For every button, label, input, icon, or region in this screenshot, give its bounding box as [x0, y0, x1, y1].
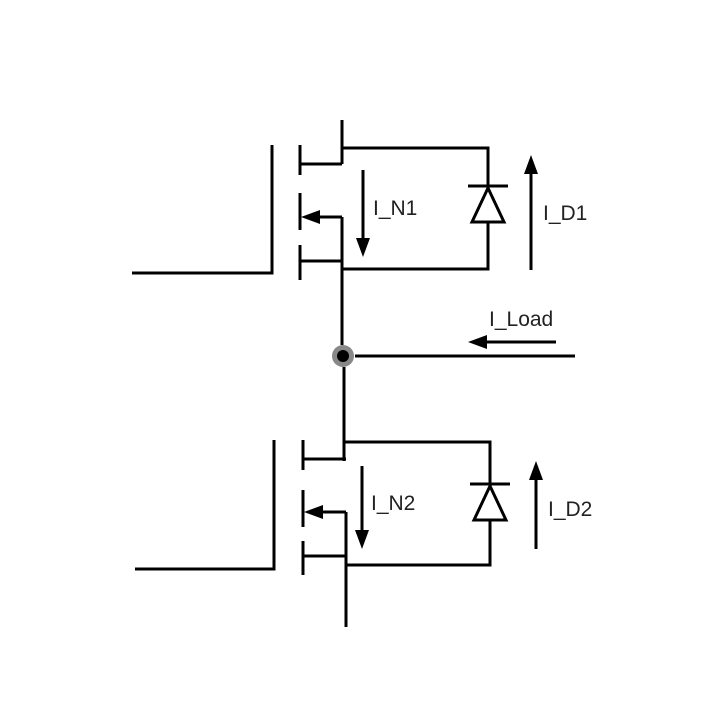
- diode-d1-loop: [342, 146, 508, 271]
- label-i-n1: I_N1: [373, 197, 417, 220]
- mosfet-n1: [132, 120, 344, 345]
- diode-d1-bottom-wire: [342, 223, 490, 271]
- current-arrow-d1: [524, 155, 538, 270]
- diode-d2-loop: [344, 440, 510, 567]
- diode-d1-top-wire: [342, 146, 490, 186]
- output-node: [332, 345, 575, 367]
- current-arrow-d2: [529, 461, 543, 549]
- arrow-n2-head: [355, 530, 369, 549]
- arrow-d1-head: [524, 155, 538, 174]
- diode-d2-bottom-wire: [346, 521, 492, 567]
- current-arrow-n2: [355, 466, 369, 549]
- diode-d1-triangle: [469, 184, 507, 224]
- mosfet-n2: [135, 367, 348, 627]
- arrow-load-head: [468, 335, 487, 349]
- gate-lead-n1: [132, 145, 274, 275]
- label-i-load: I_Load: [489, 308, 553, 331]
- body-arrow-n1: [301, 210, 320, 224]
- label-i-d2: I_D2: [548, 498, 592, 521]
- gate-lead-n2: [135, 440, 276, 571]
- arrow-d2-head: [529, 461, 543, 480]
- current-arrow-n1: [356, 170, 370, 257]
- label-i-d1: I_D1: [543, 202, 587, 225]
- diode-d2-triangle: [471, 482, 509, 522]
- label-i-n2: I_N2: [371, 492, 415, 515]
- current-arrow-load: [468, 335, 556, 349]
- arrow-n1-head: [356, 238, 370, 257]
- node-dot-inner: [337, 350, 349, 362]
- body-arrow-n2: [304, 505, 323, 519]
- diode-d2-top-wire: [344, 440, 492, 484]
